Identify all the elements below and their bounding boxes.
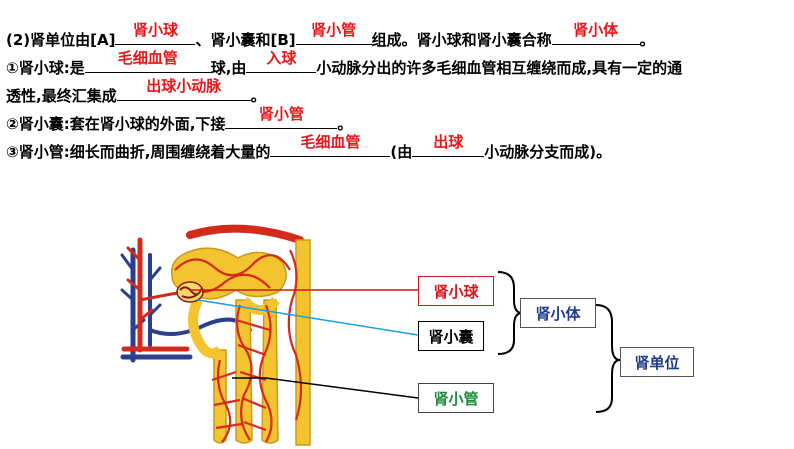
line1-part-a: (2)肾单位由[A]	[6, 31, 116, 49]
text-line-2: ①肾小球:是 毛细血管球,由 入球小动脉分出的许多毛细血管相互缠绕而成,具有一定的通	[6, 49, 683, 77]
line5-part-b: (由	[390, 143, 413, 161]
line1-part-d: 。	[639, 31, 655, 49]
tubule-label-box: 肾小管	[418, 383, 494, 413]
answer-1: 肾小球	[132, 21, 178, 39]
blank-2[interactable]: 肾小管	[295, 21, 372, 45]
answer-8: 毛细血管	[300, 133, 361, 151]
corpuscle-label: 肾小体	[535, 304, 581, 323]
answer-5: 入球	[266, 49, 297, 67]
brace-nephron	[595, 304, 621, 413]
blank-1[interactable]: 肾小球	[115, 21, 196, 45]
blank-9[interactable]: 出球	[412, 133, 485, 157]
line2-part-b: 球,由	[210, 59, 247, 77]
glomerulus-label-box: 肾小球	[418, 276, 494, 306]
line1-part-c: 组成。肾小球和肾小囊合称	[371, 31, 552, 49]
line4-part-b: 。	[337, 115, 353, 133]
tubule-label: 肾小管	[433, 389, 479, 408]
text-line-5: ③肾小管:细长而曲折,周围缠绕着大量的 毛细血管 (由 出球小动脉分支而成)。	[6, 133, 612, 161]
glomerulus-knot	[176, 281, 204, 303]
line3-part-a: 透性,最终汇集成	[6, 87, 117, 105]
line2-part-c: 小动脉分出的许多毛细血管相互缠绕而成,具有一定的通	[316, 59, 683, 77]
answer-2: 肾小管	[311, 21, 357, 39]
nephron-label-box: 肾单位	[620, 347, 694, 377]
glomerulus-label: 肾小球	[433, 282, 479, 301]
capsule-label: 肾小囊	[428, 327, 474, 346]
blank-6[interactable]: 出球小动脉	[116, 77, 251, 101]
capillary-network	[174, 249, 303, 443]
line2-part-a: ①肾小球:是	[6, 59, 85, 77]
line5-part-a: ③肾小管:细长而曲折,周围缠绕着大量的	[6, 143, 271, 161]
answer-9: 出球	[433, 133, 464, 151]
blank-7[interactable]: 肾小管	[225, 105, 338, 129]
brace-corpuscle	[497, 271, 523, 355]
answer-3: 肾小体	[573, 21, 619, 39]
blank-8[interactable]: 毛细血管	[270, 133, 391, 157]
capsule-label-box: 肾小囊	[418, 321, 484, 351]
nephron-label: 肾单位	[634, 353, 680, 372]
answer-7: 肾小管	[258, 105, 304, 123]
text-line-4: ②肾小囊:套在肾小球的外面,下接 肾小管。	[6, 105, 353, 133]
line5-part-c: 小动脉分支而成)。	[484, 143, 612, 161]
blank-4[interactable]: 毛细血管	[84, 49, 211, 73]
pointer-line-capsule	[197, 299, 419, 336]
answer-6: 出球小动脉	[146, 77, 222, 95]
line3-part-b: 。	[250, 87, 266, 105]
text-line-3: 透性,最终汇集成 出球小动脉。	[6, 77, 266, 105]
corpuscle-label-box: 肾小体	[520, 298, 596, 328]
answer-4: 毛细血管	[117, 49, 178, 67]
pointer-line-tubule	[232, 377, 419, 399]
blank-3[interactable]: 肾小体	[551, 21, 640, 45]
text-line-1: (2)肾单位由[A] 肾小球、肾小囊和[B] 肾小管组成。肾小球和肾小囊合称 肾小体。	[6, 21, 655, 49]
blank-5[interactable]: 入球	[246, 49, 317, 73]
line1-part-b: 、肾小囊和[B]	[195, 31, 296, 49]
line4-part-a: ②肾小囊:套在肾小球的外面,下接	[6, 115, 226, 133]
